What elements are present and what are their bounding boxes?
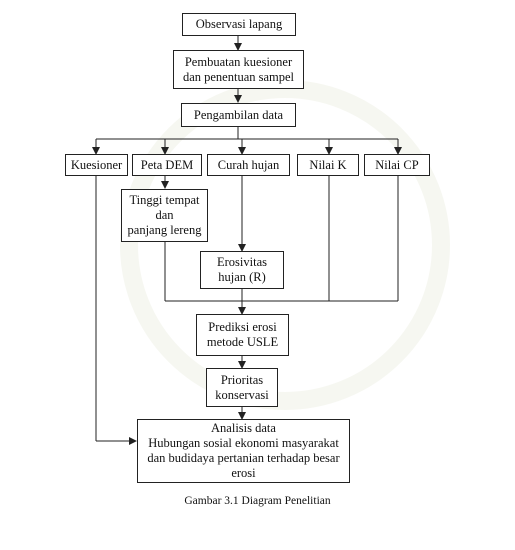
node-tinggi-tempat: Tinggi tempat dan panjang lereng bbox=[121, 189, 208, 242]
node-label: konservasi bbox=[215, 387, 269, 402]
node-label: dan penentuan sampel bbox=[182, 69, 295, 84]
node-label: Pembuatan kuesioner bbox=[184, 54, 293, 69]
node-label: Kuesioner bbox=[70, 157, 123, 172]
node-label: Analisis data bbox=[211, 421, 276, 435]
node-curah-hujan: Curah hujan bbox=[207, 154, 290, 176]
node-label: dan bbox=[155, 208, 174, 222]
node-label: Peta DEM bbox=[140, 157, 194, 172]
node-label: Tinggi tempat bbox=[129, 193, 200, 207]
figure-caption: Gambar 3.1 Diagram Penelitian bbox=[184, 495, 331, 507]
node-label: erosi bbox=[231, 466, 256, 480]
node-label: Hubungan sosial ekonomi masyarakat bbox=[148, 436, 339, 450]
node-prediksi-erosi: Prediksi erosi metode USLE bbox=[196, 314, 289, 356]
node-label: Erosivitas bbox=[217, 255, 267, 269]
node-label: Prediksi erosi bbox=[208, 320, 277, 334]
node-prioritas-konservasi: Prioritas konservasi bbox=[206, 368, 278, 407]
node-label: panjang lereng bbox=[127, 223, 202, 237]
node-nilai-k: Nilai K bbox=[297, 154, 359, 176]
node-pengambilan-data: Pengambilan data bbox=[181, 103, 296, 127]
node-pembuatan-kuesioner: Pembuatan kuesioner dan penentuan sampel bbox=[173, 50, 304, 89]
node-label: hujan (R) bbox=[218, 270, 266, 284]
node-label: dan budidaya pertanian terhadap besar bbox=[147, 451, 340, 465]
node-label: Observasi lapang bbox=[195, 17, 283, 31]
node-peta-dem: Peta DEM bbox=[132, 154, 202, 176]
node-kuesioner: Kuesioner bbox=[65, 154, 128, 176]
node-observasi-lapang: Observasi lapang bbox=[182, 13, 296, 36]
node-label: Nilai CP bbox=[375, 157, 419, 172]
node-erosivitas-hujan: Erosivitas hujan (R) bbox=[200, 251, 284, 289]
node-analisis-data: Analisis data Hubungan sosial ekonomi ma… bbox=[137, 419, 350, 483]
node-label: metode USLE bbox=[206, 335, 279, 349]
node-label: Curah hujan bbox=[217, 157, 280, 172]
node-label: Nilai K bbox=[309, 157, 347, 172]
node-label: Prioritas bbox=[220, 372, 264, 387]
node-label: Pengambilan data bbox=[193, 107, 284, 122]
node-nilai-cp: Nilai CP bbox=[364, 154, 430, 176]
